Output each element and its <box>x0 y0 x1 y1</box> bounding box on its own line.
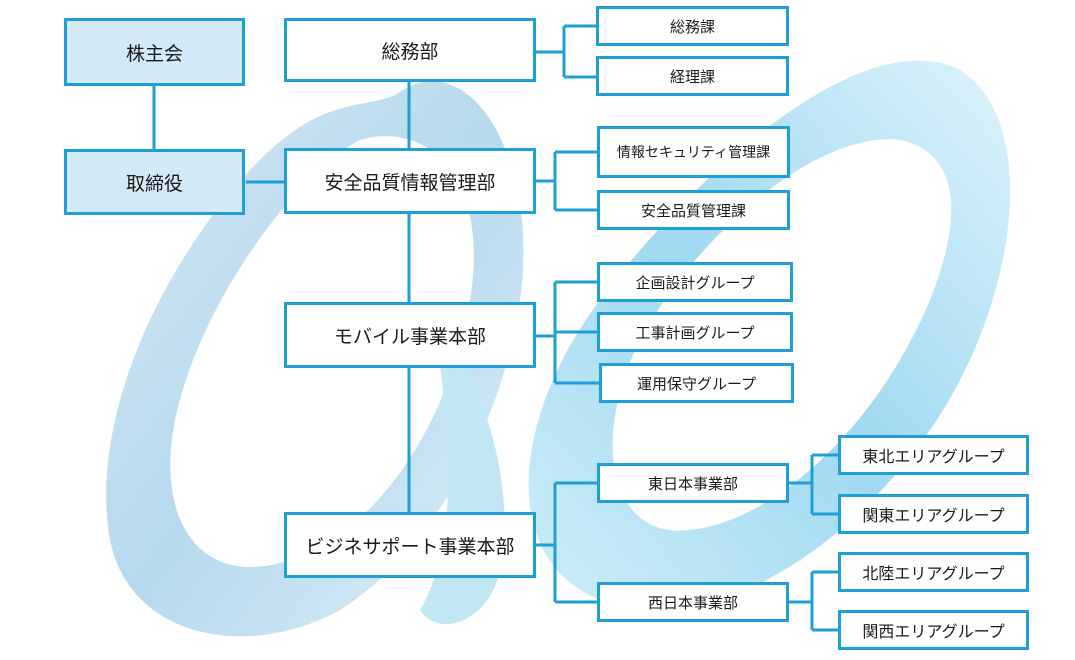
section-box[interactable]: 運用保守グループ <box>599 363 794 403</box>
section-box[interactable]: 企画設計グループ <box>597 262 793 302</box>
section-box[interactable]: 工事計画グループ <box>597 312 793 352</box>
section-box[interactable]: 総務課 <box>596 6 789 46</box>
group-box[interactable]: 東北エリアグループ <box>838 435 1029 475</box>
dept-box-mobile[interactable]: モバイル事業本部 <box>284 302 536 368</box>
section-label: 企画設計グループ <box>635 273 755 292</box>
group-label: 北陸エリアグループ <box>862 564 1005 583</box>
section-label: 運用保守グループ <box>636 374 757 393</box>
board-box[interactable]: 取締役 <box>64 149 245 215</box>
division-label: 東日本事業部 <box>647 474 738 493</box>
section-label: 情報セキュリティ管理課 <box>616 145 771 161</box>
group-label: 関西エリアグループ <box>862 622 1005 641</box>
section-label: 総務課 <box>669 17 715 36</box>
dept-box-general-affairs[interactable]: 総務部 <box>284 18 536 82</box>
group-label: 関東エリアグループ <box>862 506 1005 525</box>
section-label: 経理課 <box>669 67 715 86</box>
dept-label: モバイル事業本部 <box>333 325 486 348</box>
board-label: 取締役 <box>125 172 183 195</box>
dept-label: ビジネサポート事業本部 <box>305 535 515 558</box>
shareholders-label: 株主会 <box>125 42 183 65</box>
division-label: 西日本事業部 <box>647 593 738 612</box>
group-box[interactable]: 北陸エリアグループ <box>838 552 1029 592</box>
dept-label: 総務部 <box>381 40 439 63</box>
shareholders-box[interactable]: 株主会 <box>64 18 245 86</box>
dept-label: 安全品質情報管理部 <box>324 171 496 194</box>
group-box[interactable]: 関西エリアグループ <box>838 610 1029 650</box>
section-label: 工事計画グループ <box>635 323 755 342</box>
section-box[interactable]: 情報セキュリティ管理課 <box>597 126 790 178</box>
section-label: 安全品質管理課 <box>640 201 746 220</box>
division-box-east-japan[interactable]: 東日本事業部 <box>597 463 789 503</box>
dept-box-business-support[interactable]: ビジネサポート事業本部 <box>284 512 536 578</box>
section-box[interactable]: 経理課 <box>596 56 789 96</box>
dept-box-safety-quality[interactable]: 安全品質情報管理部 <box>284 148 536 214</box>
section-box[interactable]: 安全品質管理課 <box>597 190 790 230</box>
group-box[interactable]: 関東エリアグループ <box>838 494 1029 534</box>
group-label: 東北エリアグループ <box>862 447 1005 466</box>
division-box-west-japan[interactable]: 西日本事業部 <box>597 582 789 622</box>
